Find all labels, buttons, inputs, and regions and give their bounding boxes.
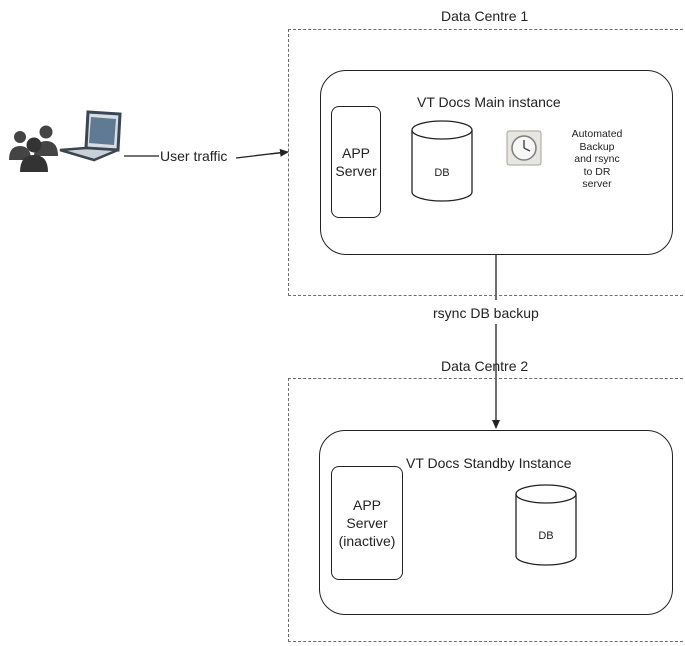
- clock-icon: [506, 130, 542, 166]
- backup-note: Automated Backup and rsync to DR server: [571, 128, 623, 190]
- main-db-cylinder-icon: [411, 120, 473, 202]
- rsync-label: rsync DB backup: [433, 305, 539, 321]
- users-icon: [8, 120, 68, 176]
- user-traffic-arrow: [269, 148, 289, 157]
- standby-db-cylinder-icon: [515, 484, 577, 566]
- standby-app-server: APP Server (inactive): [331, 466, 403, 580]
- main-app-server: APP Server: [331, 106, 381, 218]
- standby-db-label: DB: [538, 530, 554, 542]
- data-centre-1-boundary: [288, 29, 685, 296]
- main-db-label: DB: [434, 167, 450, 179]
- laptop-icon: [58, 110, 126, 164]
- data-centre-2-label: Data Centre 2: [441, 358, 529, 374]
- data-centre-1-label: Data Centre 1: [441, 8, 529, 24]
- standby-instance-title: VT Docs Standby Instance: [406, 455, 572, 471]
- data-centre-2-boundary: [288, 378, 685, 642]
- main-instance-title: VT Docs Main instance: [417, 94, 561, 110]
- user-traffic-label: User traffic: [159, 148, 229, 164]
